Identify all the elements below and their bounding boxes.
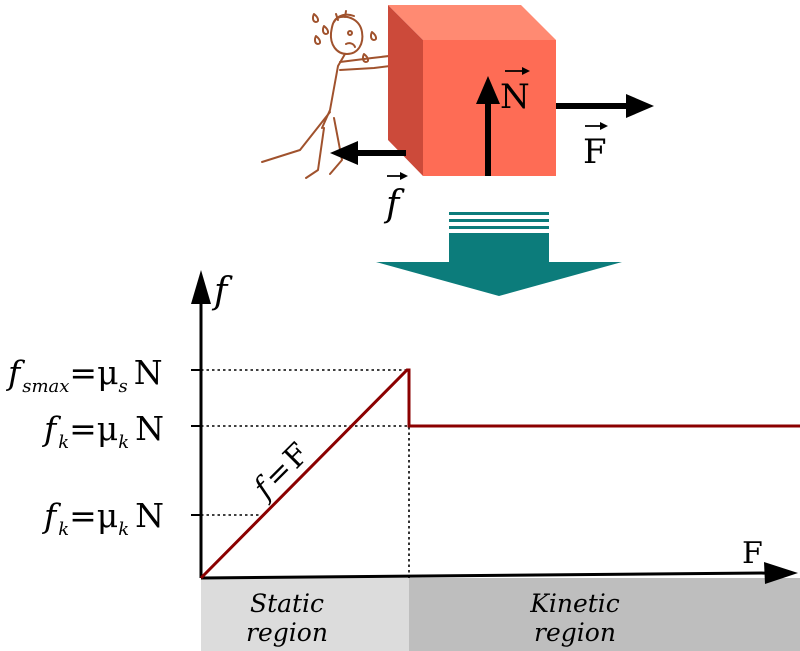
kinetic-region-band [409,578,800,651]
block [388,5,556,176]
slope-label: f=F [245,436,316,507]
y-axis-label: f [211,271,233,312]
normal-force-label: N [500,67,530,117]
force-arrows [330,76,654,176]
svg-text:F: F [583,132,607,172]
person-pushing-icon [261,10,409,179]
friction-force-label: f [383,172,408,225]
static-region-label: Static region [246,589,328,647]
transition-down-arrow-icon [376,212,622,296]
svg-text:N: N [500,77,530,117]
x-axis-label: F [742,536,763,571]
svg-text:Static: Static [250,589,324,618]
normal-force-arrowhead [476,76,500,104]
block-side-face [388,5,423,176]
block-top-face [388,5,556,40]
x-axis-arrowhead [764,562,798,584]
y-ticks [191,369,201,516]
static-region-band [201,578,409,651]
svg-text:region: region [246,618,328,647]
applied-force-arrowhead [626,94,654,118]
svg-text:Kinetic: Kinetic [529,589,620,618]
friction-force-arrowhead [330,141,358,165]
y-axis-arrowhead [191,270,211,304]
svg-text:f=F: f=F [245,436,316,507]
x-axis [200,571,771,580]
svg-text:region: region [534,618,616,647]
svg-text:f: f [383,184,405,225]
kinetic-region-label: Kinetic region [529,589,620,647]
applied-force-label: F [583,122,608,172]
friction-curve [199,368,800,580]
